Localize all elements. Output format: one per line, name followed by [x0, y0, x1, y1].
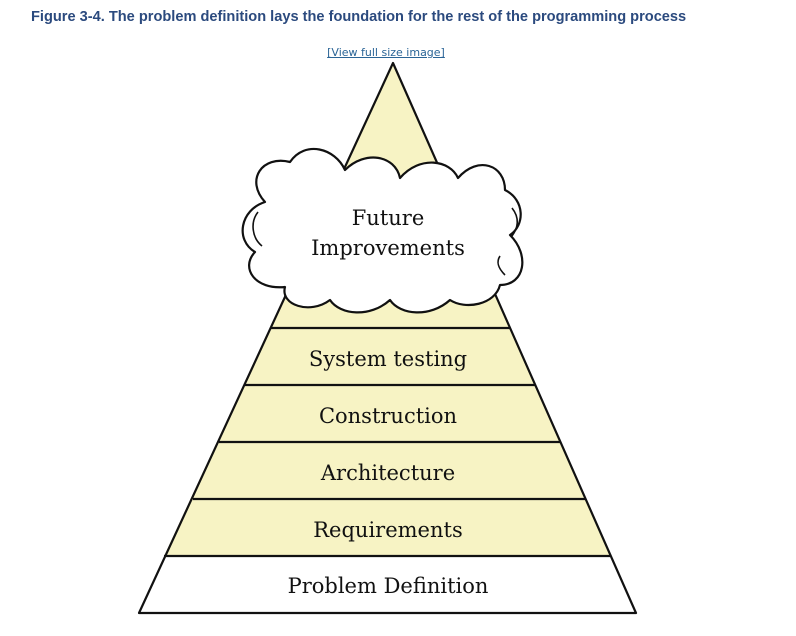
- cloud-label-line1: Future: [352, 206, 425, 230]
- cloud-detail: [511, 207, 519, 237]
- cloud-detail: [497, 255, 506, 276]
- pyramid-base-band: [139, 556, 636, 613]
- layer-label-system-testing: System testing: [309, 347, 467, 371]
- pyramid-outline: [137, 61, 638, 615]
- layer-label-problem-definition: Problem Definition: [288, 574, 489, 598]
- figure-caption: Figure 3-4. The problem definition lays …: [31, 9, 687, 25]
- pyramid-upper-fill: [164, 63, 610, 556]
- cloud-label-line2: Improvements: [311, 236, 465, 260]
- layer-label-construction: Construction: [319, 404, 457, 428]
- future-improvements-cloud: [241, 147, 524, 314]
- cloud-detail: [252, 211, 263, 247]
- layer-label-architecture: Architecture: [320, 461, 455, 485]
- view-full-size-link[interactable]: [View full size image]: [327, 46, 445, 59]
- layer-label-requirements: Requirements: [313, 518, 462, 542]
